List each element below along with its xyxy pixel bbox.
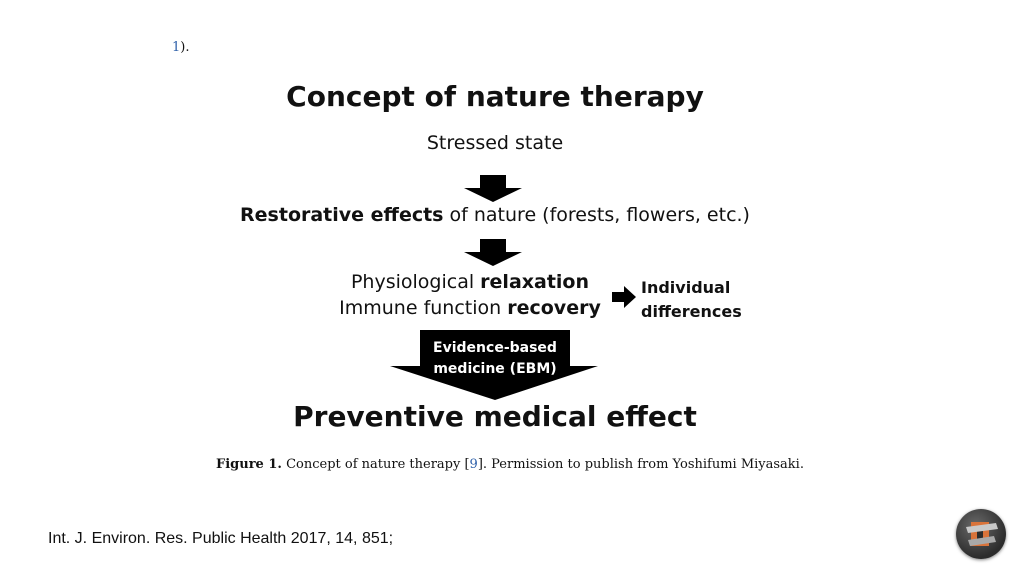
restorative-bold: Restorative effects — [240, 204, 444, 226]
restorative-effects-label: Restorative effects of nature (forests, … — [190, 204, 800, 226]
ebm-line-1: Evidence-based — [433, 340, 557, 356]
caption-text-after: ]. Permission to publish from Yoshifumi … — [477, 457, 804, 472]
immune-recovery-label: Immune function recovery — [330, 297, 610, 319]
phys-bold: relaxation — [480, 271, 590, 293]
right-arrow — [612, 286, 636, 308]
stressed-state-label: Stressed state — [426, 132, 564, 154]
logo-mark-icon — [966, 522, 998, 546]
down-arrow-2 — [464, 239, 522, 266]
diagram-title: Concept of nature therapy — [286, 80, 704, 113]
immune-prefix: Immune function — [339, 297, 508, 319]
immune-bold: recovery — [507, 297, 601, 319]
individual-line-2: differences — [641, 302, 742, 321]
ebm-label: Evidence-based medicine (EBM) — [410, 338, 580, 380]
reference-number: 1 — [172, 40, 181, 55]
individual-line-1: Individual — [641, 278, 731, 297]
physiological-relaxation-label: Physiological relaxation — [330, 271, 610, 293]
phys-prefix: Physiological — [350, 271, 481, 293]
caption-text-before: Concept of nature therapy [ — [281, 457, 470, 472]
ebm-arrow — [390, 330, 598, 400]
presentation-logo-icon[interactable] — [956, 509, 1006, 559]
citation-footer: Int. J. Environ. Res. Public Health 2017… — [48, 530, 394, 547]
down-arrow-1 — [464, 175, 522, 202]
reference-fragment: 1). — [172, 40, 190, 55]
reference-punctuation: ). — [180, 40, 190, 55]
individual-differences-label: Individual differences — [641, 276, 742, 324]
preventive-effect-label: Preventive medical effect — [293, 400, 697, 433]
ebm-line-2: medicine (EBM) — [433, 361, 557, 377]
caption-reference-link[interactable]: 9 — [469, 457, 478, 472]
caption-label: Figure 1. — [216, 457, 282, 472]
figure-caption: Figure 1. Concept of nature therapy [9].… — [190, 457, 830, 472]
restorative-rest: of nature (forests, flowers, etc.) — [443, 204, 750, 226]
